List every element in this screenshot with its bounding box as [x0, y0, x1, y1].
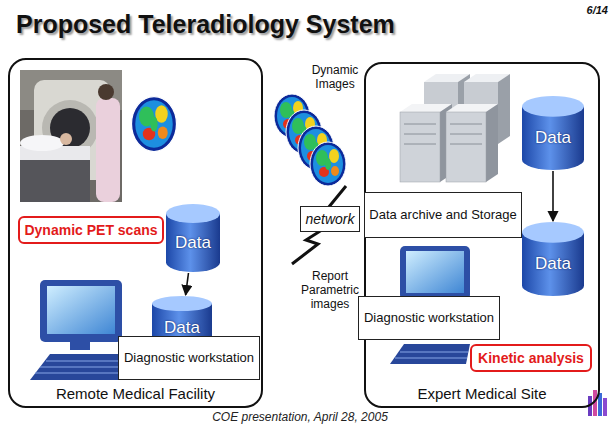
- label-box: Data archive and Storage: [364, 192, 522, 238]
- flow-label: Dynamic Images: [298, 64, 372, 92]
- logo: [588, 390, 607, 416]
- process-box: Dynamic PET scans: [18, 216, 164, 244]
- node-text: Data: [175, 233, 211, 253]
- database-cylinder: Data: [166, 204, 220, 272]
- flow-label: Report Parametric images: [294, 270, 366, 311]
- node-text: Remote Medical Facility: [10, 385, 261, 402]
- page-number: 6/14: [556, 4, 608, 17]
- node-text: Kinetic analysis: [478, 350, 584, 366]
- database-cylinder: Data: [522, 96, 584, 170]
- node-text: Data archive and Storage: [369, 208, 516, 223]
- flow-arrow: [186, 273, 189, 295]
- site-region: Expert Medical Site Data archive and Stor…: [364, 62, 600, 408]
- pet-photo: [20, 70, 122, 202]
- node-text: Diagnostic workstation: [124, 351, 254, 366]
- database-cylinder: Data: [522, 222, 584, 296]
- network-box: network: [300, 206, 360, 232]
- flow-arrow: [552, 171, 554, 221]
- node-text: Diagnostic workstation: [364, 311, 494, 326]
- node-text: network: [305, 211, 354, 227]
- slide-title: Proposed Teleradiology System: [16, 10, 395, 39]
- node-text: Expert Medical Site: [366, 385, 598, 402]
- node-text: Data: [535, 254, 571, 274]
- label-box: Diagnostic workstation: [118, 336, 260, 380]
- site-region: Remote Medical Facility Dynamic PET scans…: [8, 58, 263, 408]
- process-box: Kinetic analysis: [470, 344, 592, 372]
- node-text: Data: [164, 318, 200, 338]
- node-text: Data: [535, 128, 571, 148]
- brain-scan: [132, 97, 177, 152]
- image-stack: [274, 94, 346, 186]
- node-text: Dynamic PET scans: [24, 222, 157, 238]
- footer-caption: COE presentation, April 28, 2005: [150, 410, 450, 424]
- label-box: Diagnostic workstation: [358, 296, 500, 340]
- server-cabinets: [400, 74, 510, 182]
